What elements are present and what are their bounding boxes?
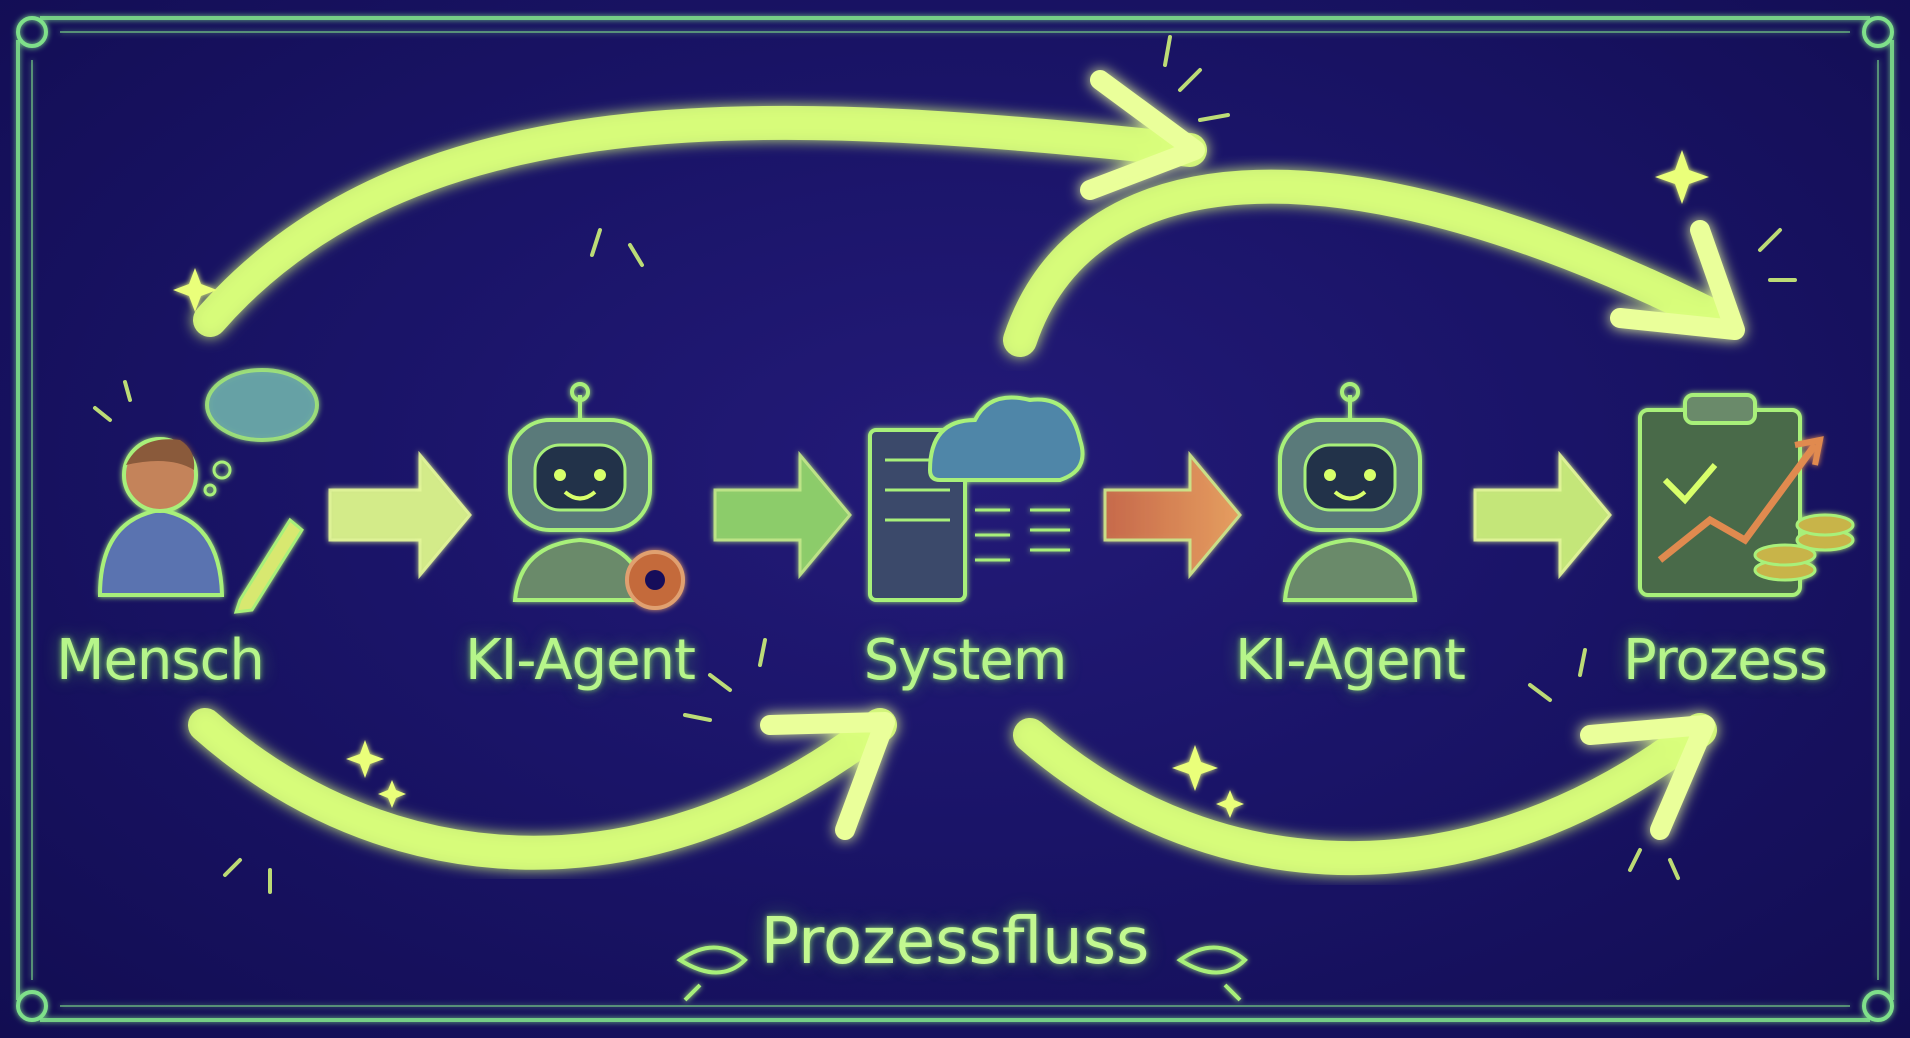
- robot-with-gear-icon: [508, 382, 685, 610]
- clipboard-chart-coins-icon: [1638, 393, 1855, 597]
- spark-lines: [93, 35, 1797, 894]
- arrow-top-left-curve: [193, 70, 1207, 337]
- arrow-agent-to-system: [713, 450, 852, 580]
- node-label-ki-agent-2: KI-Agent: [1235, 628, 1466, 693]
- arrow-agent-to-prozess: [1473, 450, 1612, 580]
- node-label-prozess: Prozess: [1622, 628, 1828, 693]
- arrow-bottom-left-curve: [188, 708, 897, 870]
- node-label-system: System: [863, 628, 1068, 693]
- server-cloud-icon: [868, 395, 1085, 602]
- robot-icon: [1278, 382, 1422, 602]
- footer-flourish-right: [1176, 945, 1248, 1002]
- person-with-pencil-icon: [97, 368, 319, 614]
- footer-title: Prozessfluss: [760, 905, 1150, 979]
- arrow-mensch-to-agent: [328, 450, 472, 580]
- arrow-top-right-curve: [1003, 169, 1745, 357]
- sparkle-decorations: [173, 150, 1709, 818]
- node-label-ki-agent-1: KI-Agent: [465, 628, 696, 693]
- arrow-system-to-agent: [1103, 450, 1242, 580]
- arrow-bottom-right-curve: [1013, 713, 1717, 876]
- footer-flourish-left: [676, 945, 748, 1002]
- decorative-frame: [16, 16, 1894, 1022]
- node-label-mensch: Mensch: [56, 628, 265, 693]
